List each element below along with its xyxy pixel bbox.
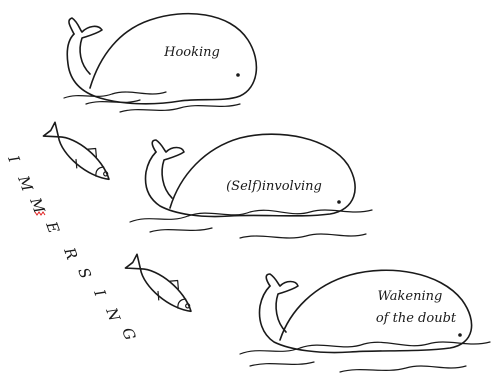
- whale-hooking-label: Hooking: [163, 45, 220, 60]
- immersing-letter-7: I: [90, 286, 110, 300]
- whale-hooking-label-line: Hooking: [163, 45, 220, 60]
- whale-wakening-eye: [458, 333, 462, 337]
- whale-hooking-eye: [236, 73, 240, 77]
- whale-wakening-label-line-1: Wakening: [378, 289, 443, 304]
- whale-self-involving-tail: [152, 140, 184, 198]
- immersing-letter-6: S: [74, 265, 94, 281]
- immersing-letter-4: E: [42, 218, 63, 235]
- whale-wakening-label: Wakening of the doubt: [376, 289, 457, 326]
- fish-lower-gill: [176, 297, 186, 308]
- fish-lower: [124, 250, 201, 321]
- whale-hooking: Hooking: [64, 14, 256, 112]
- fish-upper: [42, 118, 119, 189]
- whale-self-involving-body: [146, 134, 356, 216]
- fish-lower-body: [135, 262, 197, 318]
- immersing-letter-9: G: [118, 325, 139, 342]
- whale-hooking-tail: [69, 18, 102, 74]
- whale-wakening-waves: [240, 342, 490, 372]
- immersing-letter-3: M: [26, 194, 49, 216]
- fish-upper-gill: [94, 165, 104, 176]
- whale-self-involving-label: (Self)involving: [226, 179, 322, 194]
- whale-self-involving-waves: [130, 210, 372, 238]
- immersing-label: I M M E R S I N G: [4, 152, 139, 342]
- immersing-letter-1: I: [4, 152, 24, 166]
- immersing-letter-5: R: [60, 244, 81, 262]
- immersing-letter-8: N: [102, 304, 124, 324]
- whale-self-involving: (Self)involving: [130, 134, 372, 238]
- fish-upper-tail: [43, 122, 64, 144]
- fish-upper-body: [53, 130, 115, 186]
- whale-wakening-label-line-2: of the doubt: [376, 311, 457, 326]
- whale-self-involving-label-line: (Self)involving: [226, 179, 322, 194]
- whale-self-involving-eye: [337, 200, 341, 204]
- immersing-letter-2: M: [14, 172, 37, 194]
- whale-wakening-tail: [266, 274, 298, 332]
- whale-wakening: Wakening of the doubt: [240, 270, 490, 372]
- fish-lower-tail: [125, 254, 146, 276]
